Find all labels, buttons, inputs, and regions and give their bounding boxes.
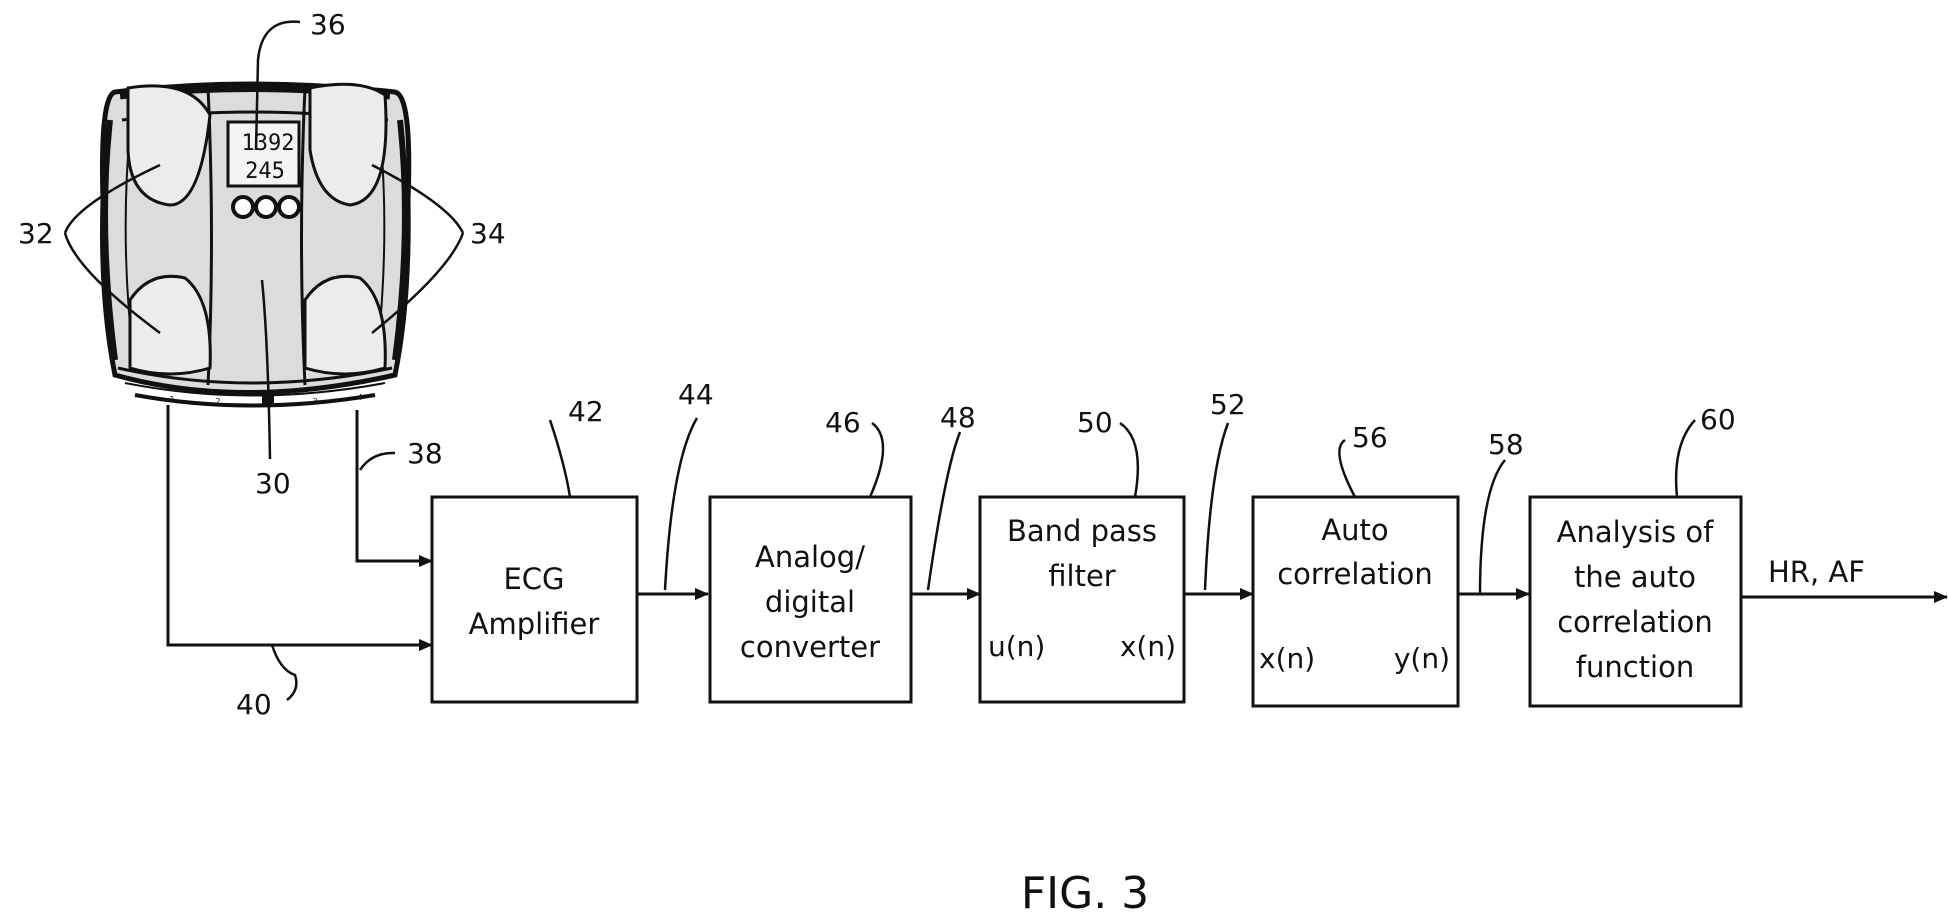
device-button-3	[279, 197, 299, 217]
ref-34: 34	[470, 217, 506, 250]
figure-label: FIG. 3	[1021, 868, 1149, 919]
display-reading-2: 245	[245, 159, 285, 184]
pin-label-1: 1	[169, 395, 174, 404]
ref-32: 32	[18, 217, 54, 250]
adc-label-2: digital	[765, 585, 855, 619]
band-pass-label-1: Band pass	[1007, 514, 1157, 548]
ref-36: 36	[310, 8, 346, 41]
auto-correlation-label-1: Auto	[1321, 513, 1388, 547]
analysis-label-1: Analysis of	[1557, 515, 1714, 549]
ref-44: 44	[678, 378, 714, 411]
auto-correlation-output-label: y(n)	[1394, 642, 1450, 675]
analysis-label-3: correlation	[1557, 605, 1713, 639]
output-label: HR, AF	[1768, 555, 1865, 589]
adc-label-1: Analog/	[755, 540, 865, 574]
pin-label-2: 2	[215, 397, 220, 406]
pin-label-3: 3	[312, 397, 317, 406]
ecg-amplifier-label-1: ECG	[503, 562, 564, 596]
ref-50: 50	[1077, 406, 1113, 439]
analysis-label-4: function	[1576, 650, 1694, 684]
band-pass-label-2: filter	[1048, 559, 1116, 593]
ref-30: 30	[255, 467, 291, 500]
ref-42: 42	[568, 395, 604, 428]
ref-46: 46	[825, 406, 861, 439]
ref-48: 48	[940, 401, 976, 434]
adc-label-3: converter	[740, 630, 880, 664]
device-display: 1392 245	[228, 122, 299, 186]
auto-correlation-label-2: correlation	[1277, 557, 1433, 591]
ref-58: 58	[1488, 428, 1524, 461]
ref-56: 56	[1352, 421, 1388, 454]
display-reading-1: 1392	[242, 131, 295, 156]
pin-label-4: 4	[357, 393, 362, 402]
device-button-2	[256, 197, 276, 217]
band-pass-input-label: u(n)	[988, 630, 1045, 663]
auto-correlation-input-label: x(n)	[1259, 642, 1315, 675]
ecg-amplifier-label-2: Amplifier	[469, 607, 600, 641]
ref-60: 60	[1700, 403, 1736, 436]
ref-38: 38	[407, 437, 443, 470]
ref-40: 40	[236, 688, 272, 721]
band-pass-output-label: x(n)	[1120, 630, 1176, 663]
analysis-label-2: the auto	[1574, 560, 1696, 594]
device-button-1	[233, 197, 253, 217]
ref-52: 52	[1210, 388, 1246, 421]
block-ecg-amplifier	[432, 497, 637, 702]
